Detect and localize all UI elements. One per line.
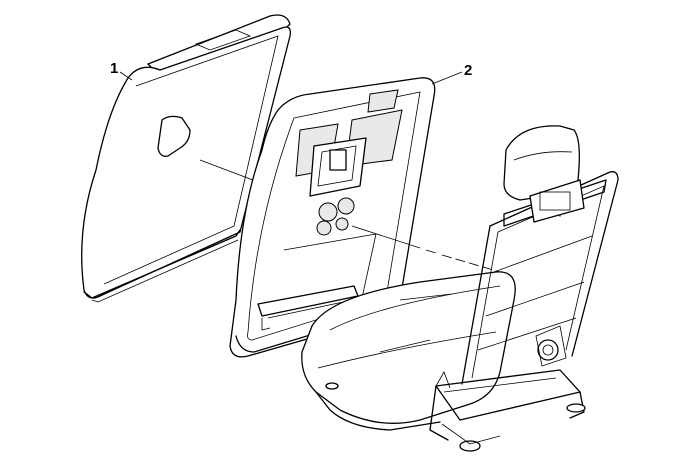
leader-line-panel xyxy=(199,159,259,183)
seatback-cover-panel xyxy=(81,14,291,303)
callout-label-1: 1 xyxy=(110,60,119,77)
callout-leader-1 xyxy=(119,71,133,81)
seat-cushion xyxy=(301,271,516,431)
seat-frame xyxy=(325,125,619,452)
leader-line-frame xyxy=(351,225,421,249)
callout-leader-2 xyxy=(431,71,463,85)
callout-label-2: 2 xyxy=(464,62,473,79)
seatback-pad-assembly xyxy=(229,77,436,358)
